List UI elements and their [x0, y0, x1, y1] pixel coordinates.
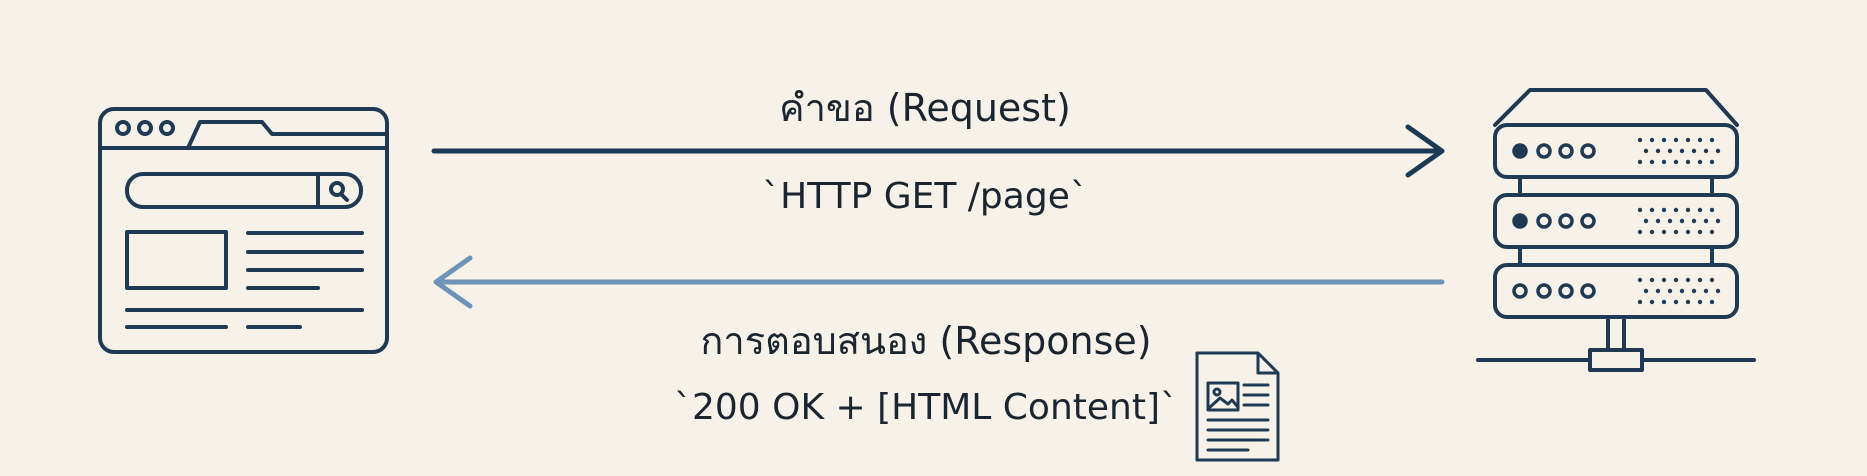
server-rack-icon: [1476, 88, 1756, 372]
request-label: คำขอ (Request): [779, 86, 1071, 130]
server-status-lights: [1512, 143, 1596, 299]
request-code: `HTTP GET /page`: [762, 176, 1088, 217]
browser-window-icon: [98, 107, 389, 354]
response-label: การตอบสนอง (Response): [700, 319, 1152, 363]
html-document-icon: [1195, 351, 1280, 462]
response-code: `200 OK + [HTML Content]`: [673, 387, 1179, 428]
response-arrow: [433, 255, 1445, 309]
server-vents: [1637, 137, 1721, 305]
request-arrow: [431, 124, 1445, 178]
